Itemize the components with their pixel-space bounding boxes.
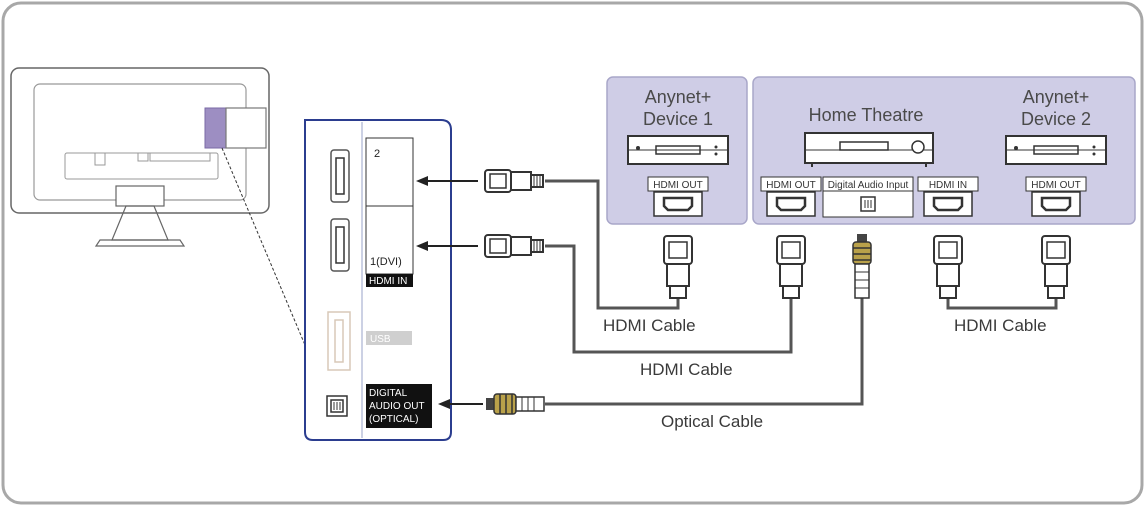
hdmi-2-port <box>330 149 350 203</box>
anynet-device-1-icon <box>627 135 729 165</box>
anynet1-hdmi-out-label: HDMI OUT <box>653 180 702 191</box>
anynet1-hdmi-out-socket <box>652 190 704 218</box>
ht-hdmi-in-socket <box>922 190 974 218</box>
hdmi-2-box <box>365 137 414 207</box>
home-theatre-title: Home Theatre <box>809 105 924 125</box>
anynet2-hdmi-out-label: HDMI OUT <box>1031 180 1080 191</box>
anynet2-title-line1: Anynet+ <box>1023 87 1090 107</box>
hdmi-cable-ht-in-anynet2 <box>946 298 1058 310</box>
optical-plug-ht <box>852 234 872 299</box>
hdmi-cable-label-2: HDMI Cable <box>640 360 733 379</box>
optical-cable-label: Optical Cable <box>661 412 763 431</box>
digital-audio-line3: (OPTICAL) <box>369 414 418 425</box>
usb-port <box>327 311 351 371</box>
hdmi-cable-label-3: HDMI Cable <box>954 316 1047 335</box>
hdmi-cable-anynet1 <box>545 179 680 310</box>
digital-audio-line1: DIGITAL <box>369 388 408 399</box>
hdmi-2-arrow-icon <box>416 176 478 186</box>
hdmi-1-label: 1(DVI) <box>370 256 402 268</box>
hdmi-cable-ht-out <box>545 244 793 354</box>
ht-hdmi-in-tag <box>917 176 979 192</box>
digital-audio-tag-bg <box>366 384 432 428</box>
anynet2-hdmi-out-tag <box>1025 176 1087 192</box>
usb-tag: USB <box>370 334 391 345</box>
anynet2-title-line2: Device 2 <box>1021 109 1091 129</box>
digital-audio-line2: AUDIO OUT <box>369 401 425 412</box>
home-theatre-icon <box>804 132 934 167</box>
zoom-guide-line <box>221 147 306 346</box>
ht-hdmi-in-label: HDMI IN <box>929 180 967 191</box>
hdmi-in-tag: HDMI IN <box>369 276 407 287</box>
tv-icon <box>10 67 270 247</box>
hdmi-in-tag-bg <box>366 274 413 287</box>
hdmi-2-label: 2 <box>374 148 380 160</box>
anynet-device-2-icon <box>1005 135 1107 165</box>
ht-optical-socket-icon <box>860 196 876 212</box>
ht-hdmi-out-tag <box>760 176 822 192</box>
anynet1-title-line2: Device 1 <box>643 109 713 129</box>
optical-plug-to-tv <box>486 393 545 415</box>
anynet2-hdmi-out-socket <box>1030 190 1082 218</box>
ht-hdmi-out-label: HDMI OUT <box>766 180 815 191</box>
anynet1-title-line1: Anynet+ <box>645 87 712 107</box>
cables <box>545 179 1058 406</box>
anynet1-hdmi-out-tag <box>647 176 709 192</box>
hdmi-1-arrow-icon <box>416 241 478 251</box>
optical-port-icon <box>326 395 348 417</box>
hdmi-1-port <box>330 218 350 272</box>
optical-arrow-icon <box>438 399 483 409</box>
hdmi-1-box <box>365 205 414 275</box>
ht-hdmi-out-socket <box>765 190 817 218</box>
optical-cable <box>545 298 864 406</box>
usb-tag-bg <box>366 331 412 345</box>
ht-digital-audio-input-label: Digital Audio Input <box>828 180 909 191</box>
hdmi-cable-label-1: HDMI Cable <box>603 316 696 335</box>
